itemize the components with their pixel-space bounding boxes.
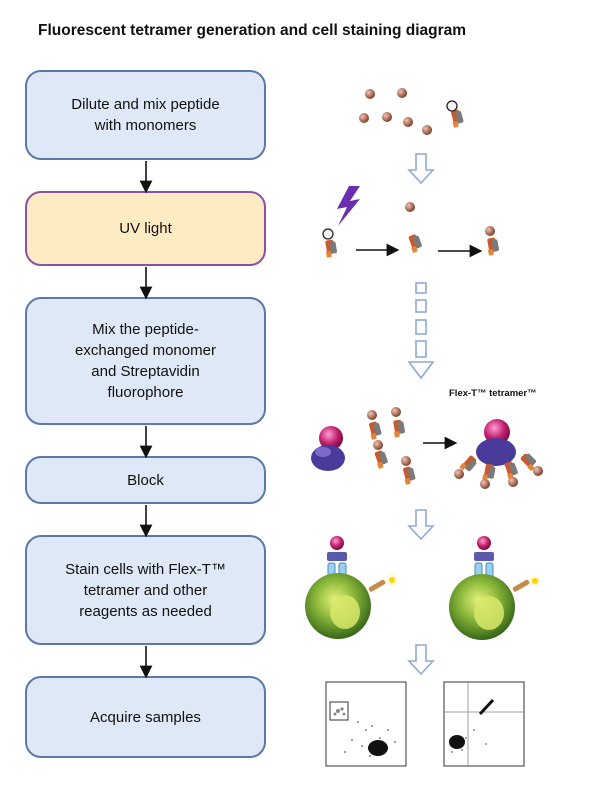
step-uv-light: UV light (25, 191, 266, 266)
flow-cytometry-plot-left (325, 681, 407, 767)
tetramer-complex (454, 419, 543, 489)
stained-cell-right (449, 536, 542, 640)
dashed-down-arrow-icon (407, 282, 435, 380)
exchanged-monomers (367, 407, 417, 485)
streptavidin-fluorophore (311, 426, 345, 471)
page-title: Fluorescent tetramer generation and cell… (38, 22, 467, 39)
stained-cell-left (305, 536, 399, 639)
peptide-cluster (359, 88, 465, 135)
step-acquire: Acquire samples (25, 676, 266, 758)
down-arrow-icon (407, 644, 435, 676)
down-arrow-icon (407, 509, 435, 541)
step-dilute-mix: Dilute and mix peptide with monomers (25, 70, 266, 160)
uv-exchange-step (322, 202, 500, 258)
tetramer-label: Flex-T™ tetramer™ (449, 388, 537, 399)
uv-lightning-icon (337, 186, 360, 226)
down-arrow-icon (407, 153, 435, 185)
flow-cytometry-plot-right (443, 681, 525, 767)
step-mix-exchanged: Mix the peptide- exchanged monomer and S… (25, 297, 266, 425)
